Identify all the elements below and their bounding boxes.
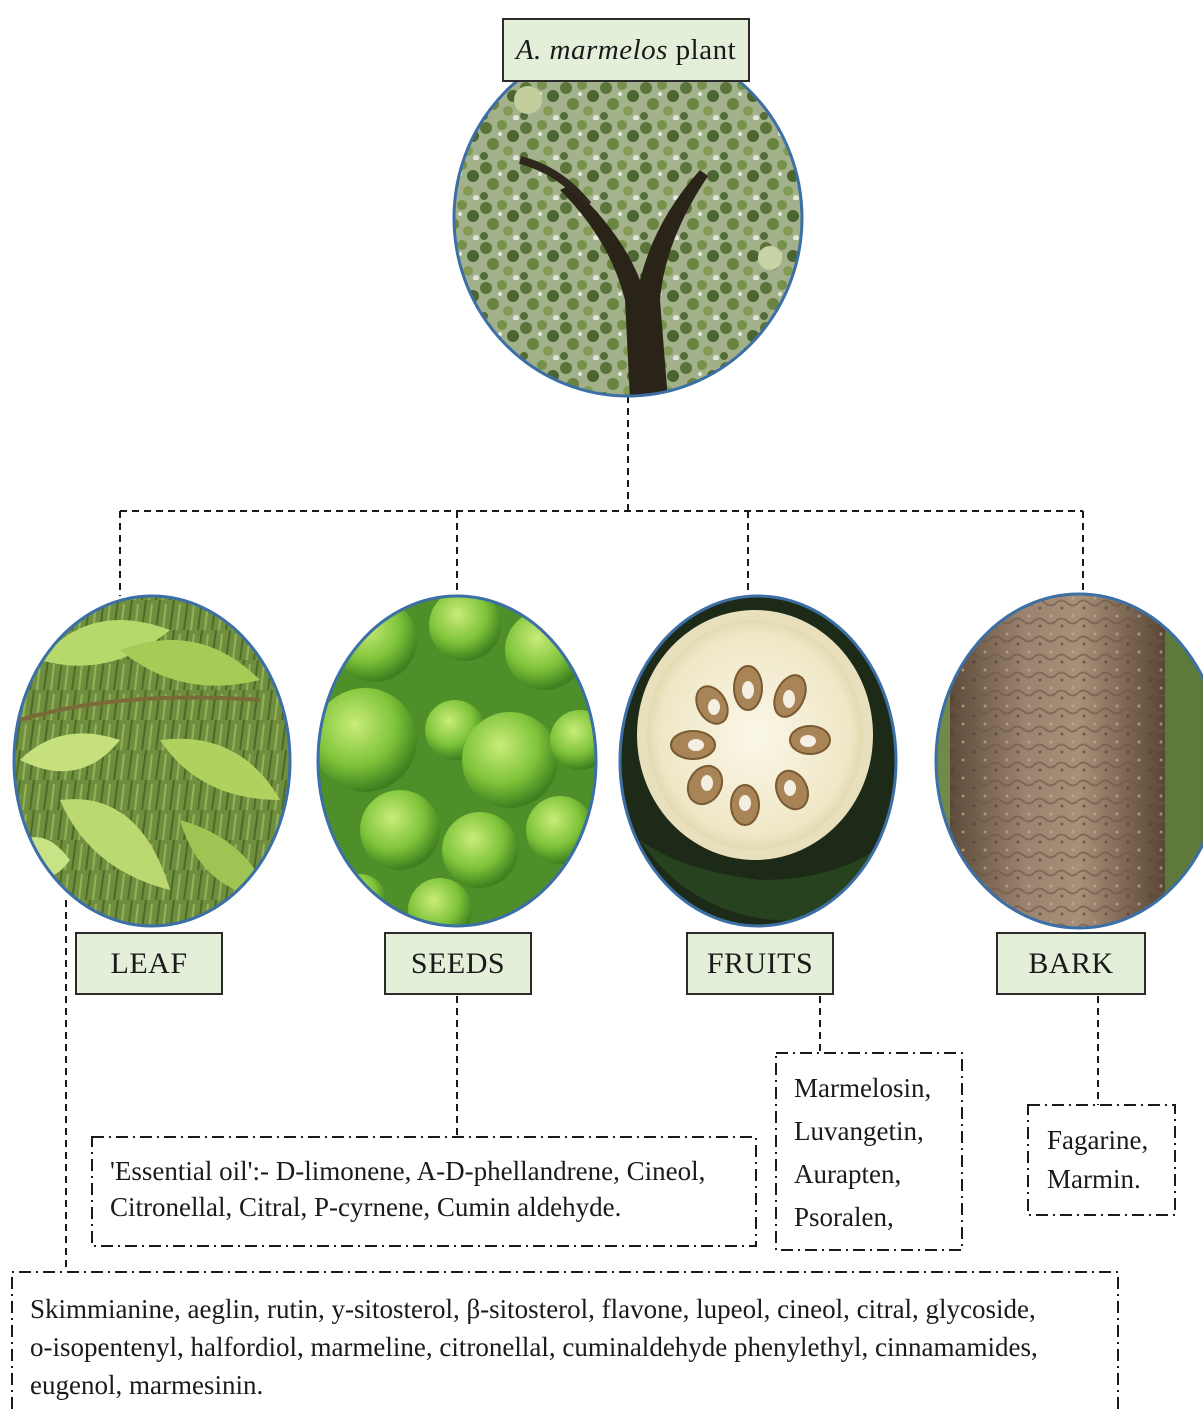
seeds-label: SEEDS	[384, 932, 532, 995]
seeds-compounds: 'Essential oil':- D-limonene, A-D-phella…	[110, 1153, 750, 1225]
seeds-compounds-line-1: 'Essential oil':- D-limonene, A-D-phella…	[110, 1153, 750, 1189]
bark-compound-item: Fagarine,	[1047, 1121, 1172, 1160]
leaf-label: LEAF	[75, 932, 223, 995]
bark-compound-item: Marmin.	[1047, 1160, 1172, 1199]
leaf-label-text: LEAF	[111, 947, 188, 981]
green-leaves-image	[10, 590, 300, 930]
leaf-compounds-line-2: o-isopentenyl, halfordiol, marmeline, ci…	[30, 1328, 1120, 1366]
fruits-compounds: Marmelosin, Luvangetin, Aurapten, Psoral…	[794, 1067, 959, 1239]
fruits-compound-item: Marmelosin,	[794, 1067, 959, 1110]
bark-compounds: Fagarine, Marmin.	[1047, 1121, 1172, 1199]
species-name: A. marmelos	[516, 34, 668, 67]
tree-bark-image	[930, 590, 1203, 930]
fruits-label: FRUITS	[686, 932, 834, 995]
cut-bael-fruit-image	[610, 590, 910, 930]
fruits-compound-item: Aurapten,	[794, 1153, 959, 1196]
fruits-compound-item: Luvangetin,	[794, 1110, 959, 1153]
tree-canopy-image	[440, 30, 820, 410]
leaf-compounds-line-3: eugenol, marmesinin.	[30, 1366, 1120, 1404]
green-fruits-image	[310, 589, 610, 942]
leaf-compounds: Skimmianine, aeglin, rutin, y-sitosterol…	[30, 1290, 1120, 1404]
fruits-label-text: FRUITS	[707, 947, 813, 981]
plant-title-box: A. marmelos plant	[502, 18, 750, 82]
leaf-compounds-line-1: Skimmianine, aeglin, rutin, y-sitosterol…	[30, 1290, 1120, 1328]
bark-label-text: BARK	[1028, 947, 1113, 981]
title-suffix: plant	[676, 34, 737, 67]
seeds-label-text: SEEDS	[411, 947, 505, 981]
seeds-compounds-line-2: Citronellal, Citral, P-cyrnene, Cumin al…	[110, 1189, 750, 1225]
bark-label: BARK	[996, 932, 1146, 995]
fruits-compound-item: Psoralen,	[794, 1196, 959, 1239]
